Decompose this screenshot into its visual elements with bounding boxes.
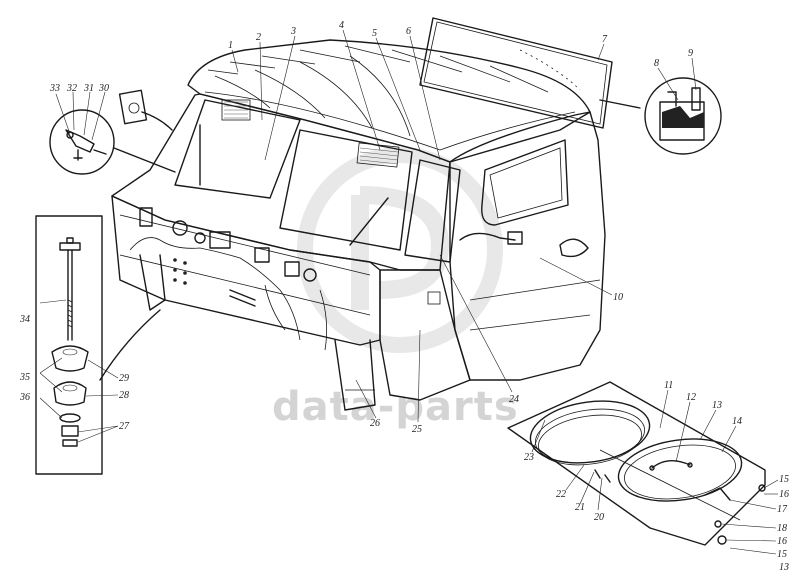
callout-31: 31 (83, 83, 94, 94)
dash-vent-holes (173, 258, 187, 285)
callout-16-bottom: 16 (777, 536, 787, 547)
callout-15-top: 15 (779, 474, 789, 485)
dp-logo-icon (297, 147, 503, 353)
callout-30: 30 (98, 83, 109, 94)
callout-35: 35 (19, 372, 30, 383)
callout-25: 25 (412, 424, 422, 435)
cab-roof (187, 39, 591, 163)
cab-body (111, 93, 606, 411)
callout-labels: 1 2 3 4 5 6 7 8 9 10 11 12 13 14 15 16 1… (19, 20, 789, 573)
callout-14: 14 (732, 416, 742, 427)
callout-36: 36 (19, 392, 30, 403)
callout-23: 23 (524, 452, 534, 463)
callout-13-top: 13 (712, 400, 722, 411)
callout-21: 21 (575, 502, 585, 513)
callout-7: 7 (602, 34, 608, 45)
callout-6: 6 (406, 26, 411, 37)
callout-32: 32 (66, 83, 77, 94)
callout-2: 2 (256, 32, 261, 43)
callout-26: 26 (370, 418, 380, 429)
callout-13-bottom: 13 (779, 562, 789, 573)
leader-lines (39, 29, 779, 555)
side-mirror (118, 89, 173, 131)
floor-mat-assembly (507, 381, 766, 546)
callout-22: 22 (556, 489, 566, 500)
callout-5: 5 (372, 28, 377, 39)
callout-24: 24 (509, 394, 519, 405)
callout-9: 9 (688, 48, 693, 59)
callout-20: 20 (594, 512, 604, 523)
seal-detail-inset (644, 77, 722, 155)
callout-1: 1 (228, 40, 233, 51)
callout-27: 27 (119, 421, 130, 432)
callout-34: 34 (19, 314, 30, 325)
callout-8: 8 (654, 58, 659, 69)
mount-bolt-inset (35, 215, 161, 475)
callout-15-bottom: 15 (777, 549, 787, 560)
callout-28: 28 (119, 390, 129, 401)
mirror-bracket-inset (49, 109, 176, 175)
callout-3: 3 (290, 26, 296, 37)
callout-18: 18 (777, 523, 787, 534)
callout-4: 4 (339, 20, 344, 31)
callout-33: 33 (49, 83, 60, 94)
callout-11: 11 (664, 380, 673, 391)
callout-29: 29 (119, 373, 129, 384)
callout-10: 10 (613, 292, 623, 303)
sun-visor-left (221, 99, 251, 121)
sun-visor-right (356, 142, 400, 168)
watermark-text: data-parts (272, 384, 519, 430)
callout-16-top: 16 (779, 489, 789, 500)
callout-12: 12 (686, 392, 696, 403)
rear-window-glass (419, 17, 613, 129)
callout-17: 17 (777, 504, 788, 515)
